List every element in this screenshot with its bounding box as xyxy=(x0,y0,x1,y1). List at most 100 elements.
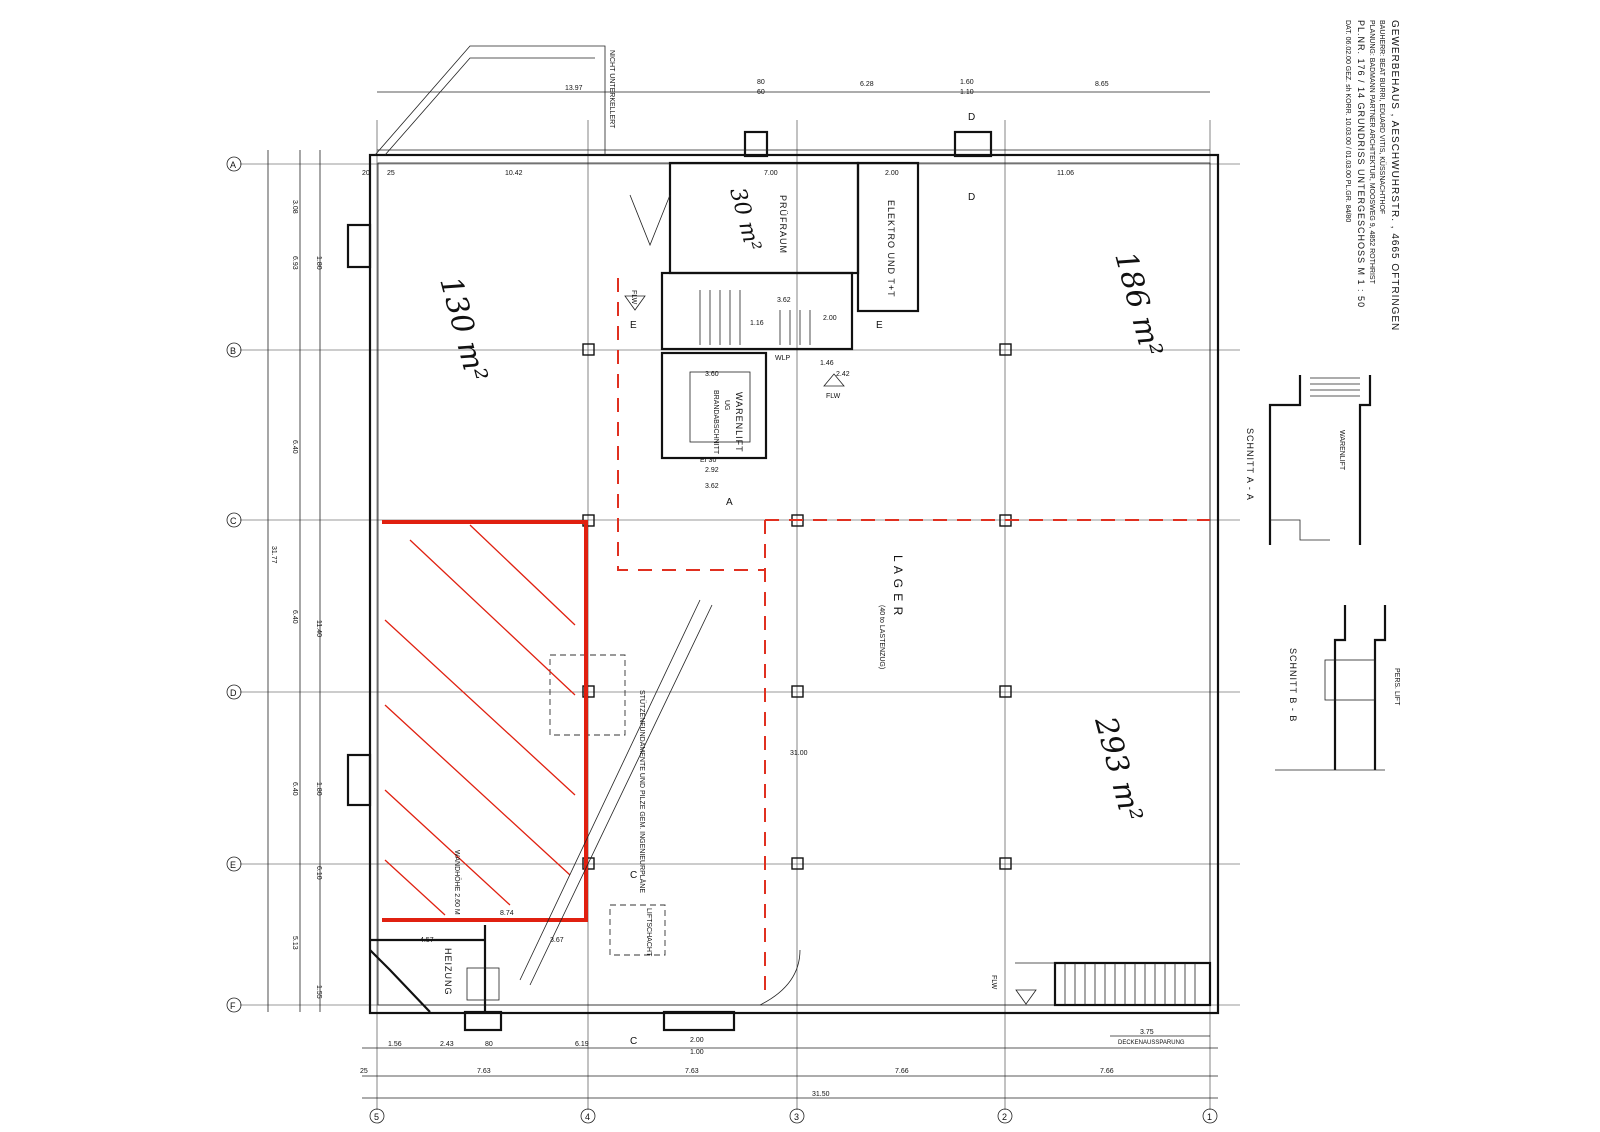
dim-1-46: 2.00 xyxy=(823,315,837,322)
dim-13-97: 13.97 xyxy=(565,85,583,92)
room-lager: L A G E R xyxy=(891,555,905,616)
dim-3-62: 3.62 xyxy=(777,297,791,304)
dim-7-63-a: 7.63 xyxy=(477,1068,491,1075)
outer-walls xyxy=(346,45,1220,1032)
wlp-label: WLP xyxy=(775,355,791,362)
title-line-1: GEWERBEHAUS , AESCHWUHRSTR. , 4665 OFTRI… xyxy=(1389,20,1400,331)
room-elektro: ELEKTRO UND T+T xyxy=(886,200,896,298)
dim-6-40-a: 6.40 xyxy=(291,440,298,454)
core-rooms: PRÜFRAUM ELEKTRO UND T+T 1.16 3.62 2.00 … xyxy=(624,112,975,1047)
dim-3-08: 3.08 xyxy=(291,200,298,214)
ramp-line-2 xyxy=(529,604,713,986)
dim-10-42: 10.42 xyxy=(505,170,523,177)
section-mark-b-bottom: C xyxy=(630,1036,637,1047)
section-mark-c-top: D xyxy=(968,112,975,123)
dim-11-06: 11.06 xyxy=(1057,170,1074,177)
dim-7-00: 7.00 xyxy=(764,170,778,177)
axis-4: 4 xyxy=(585,1112,590,1122)
dim-7-66-a: 7.66 xyxy=(895,1068,909,1075)
dim-1-60: 1.60 xyxy=(960,79,974,86)
dim-25-bottom: 25 xyxy=(360,1068,368,1075)
flw-label-2: FLW xyxy=(826,393,841,400)
dim-31-50: 31.50 xyxy=(812,1091,830,1098)
dim-6-10: 6.10 xyxy=(315,866,322,880)
nicht-unterkellert-label: NICHT UNTERKELLERT xyxy=(608,50,615,129)
section-aa-label: SCHNITT A - A xyxy=(1245,428,1255,501)
top-dimensions: 13.97 80 60 6.28 1.60 1.10 8.65 10.42 7.… xyxy=(362,79,1210,177)
dim-7-66-b: 7.66 xyxy=(1100,1068,1114,1075)
red-marked-area xyxy=(382,520,588,922)
section-aa-warenlift: WARENLIFT xyxy=(1338,430,1345,471)
row-axis-labels: A B C D E F xyxy=(226,156,242,1013)
wandhoehe-label: WANDHÖHE 2.60 M xyxy=(453,850,461,915)
ramp-line-1 xyxy=(519,599,701,981)
dim-6-19: 6.19 xyxy=(575,1041,589,1048)
dim-4-57: 4.57 xyxy=(420,937,434,944)
section-mark-d-2: E xyxy=(876,320,883,331)
section-bb-label: SCHNITT B - B xyxy=(1288,648,1298,722)
heizung-room: HEIZUNG WANDHÖHE 2.60 M 4.57 3.67 8.74 xyxy=(370,850,564,1012)
axis-b: B xyxy=(230,346,236,356)
dim-2-00: 2.00 xyxy=(885,170,899,177)
dim-31-00: 31.00 xyxy=(790,750,808,757)
area-186: 186 m² xyxy=(1107,248,1169,361)
dim-2-42: 2.92 xyxy=(705,467,719,474)
dim-11-40: 11.40 xyxy=(315,620,322,637)
brandabschnitt-label: BRANDABSCHNITT xyxy=(712,390,719,455)
axis-f: F xyxy=(230,1001,236,1011)
warenlift-ug: UG xyxy=(723,400,730,411)
dim-6-28: 6.28 xyxy=(860,81,874,88)
dim-2-43: 2.43 xyxy=(440,1041,454,1048)
section-mark-b: C xyxy=(630,870,637,881)
dim-1-10: 1.10 xyxy=(960,89,974,96)
area-30: 30 m² xyxy=(724,185,765,254)
flw-label-1: FLW xyxy=(630,290,637,305)
dim-8-65: 8.65 xyxy=(1095,81,1109,88)
dim-1-56: 1.56 xyxy=(388,1041,402,1048)
red-dashed-partitions xyxy=(617,278,1210,1000)
ei30-label: EI 30 xyxy=(700,457,716,464)
axis-2: 2 xyxy=(1002,1112,1007,1122)
axis-3: 3 xyxy=(794,1112,799,1122)
dim-6-40-c: 6.40 xyxy=(291,782,298,796)
dim-8-74: 8.74 xyxy=(500,910,514,917)
deckenaussparung-label: DECKENAUSSPARUNG xyxy=(1118,1040,1185,1046)
dim-6-93: 6.93 xyxy=(291,256,298,270)
axis-5: 5 xyxy=(374,1112,379,1122)
area-130: 130 m² xyxy=(432,273,494,386)
lower-right-stair: FLW xyxy=(990,961,1212,1007)
dim-60: 60 xyxy=(757,89,765,96)
dim-7-63-b: 7.63 xyxy=(685,1068,699,1075)
dim-25: 25 xyxy=(387,170,395,177)
axis-e: E xyxy=(230,860,236,870)
title-line-4: PL.NR. 176 / 14 GRUNDRISS UNTERGESCHOSS … xyxy=(1356,20,1366,308)
dim-2-00-bottom: 2.00 xyxy=(690,1037,704,1044)
section-a-a: SCHNITT A - A WARENLIFT xyxy=(1245,375,1372,545)
lager-sub: (40 to LASTENZUG) xyxy=(878,605,885,669)
col-axis-labels: 5 4 3 2 1 xyxy=(369,1108,1218,1124)
axis-d: D xyxy=(230,688,237,698)
title-line-3: PLANUNG: BADMANN PARTNER ARCHITEKTUR, MO… xyxy=(1368,20,1375,285)
dim-1-16: 1.46 xyxy=(820,360,834,367)
dim-3-60: 3.60 xyxy=(705,371,719,378)
title-block: GEWERBEHAUS , AESCHWUHRSTR. , 4665 OFTRI… xyxy=(1344,20,1400,331)
dim-80: 80 xyxy=(757,79,765,86)
section-mark-a: A xyxy=(726,497,733,508)
area-293: 293 m² xyxy=(1087,712,1149,826)
title-line-2: BAUHERR: BEAT BURRI, EDUARD VITIS, KÜSSN… xyxy=(1378,20,1386,214)
room-heizung: HEIZUNG xyxy=(443,948,453,996)
dim-5-13: 5.13 xyxy=(291,936,298,950)
dim-31-77: 31.77 xyxy=(270,546,277,564)
dim-3-67: 3.67 xyxy=(550,937,564,944)
axis-a: A xyxy=(230,160,236,170)
liftschacht-label: LIFTSCHACHT xyxy=(645,908,652,957)
axis-1: 1 xyxy=(1207,1112,1212,1122)
columns xyxy=(549,343,1012,956)
section-mark-d: E xyxy=(630,320,637,331)
room-pruefraum: PRÜFRAUM xyxy=(778,195,788,254)
title-line-5: DAT. 06.02.00 GEZ. sh KORR. 10.03.00 / 0… xyxy=(1344,20,1351,222)
section-b-b: SCHNITT B - B PERS. LIFT xyxy=(1275,605,1400,771)
section-mark-c: D xyxy=(968,192,975,203)
section-bb-pers-lift: PERS. LIFT xyxy=(1393,668,1400,706)
